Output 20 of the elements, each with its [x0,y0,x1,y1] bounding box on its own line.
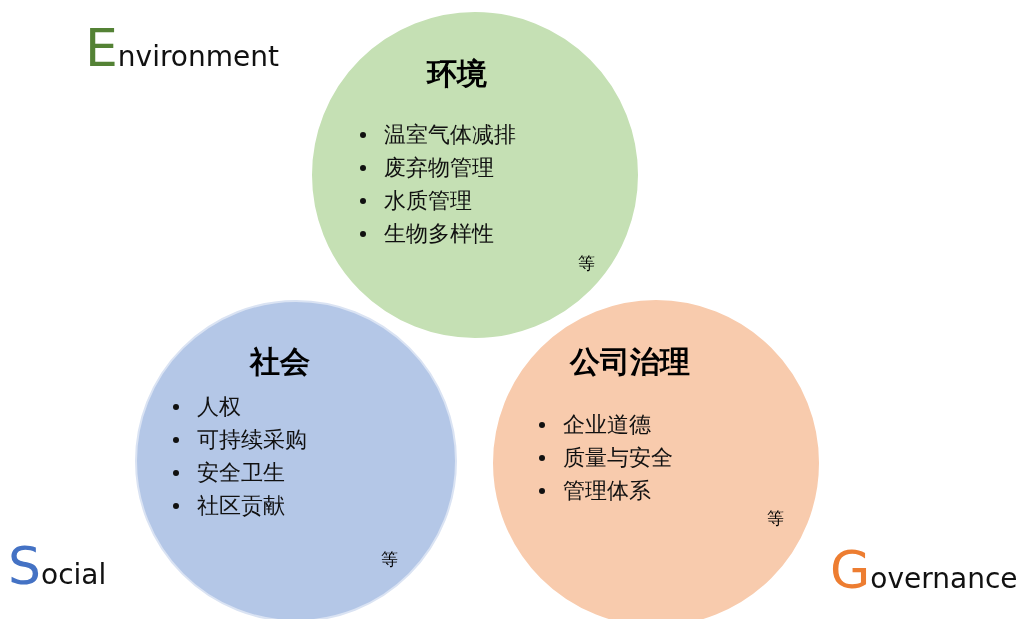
category-label: Environment [85,22,279,74]
bullet-item: 管理体系 [563,477,651,505]
category-label: Social [8,540,107,592]
bullet-item: 废弃物管理 [384,154,494,182]
bullet-item: 安全卫生 [197,459,285,487]
etc-note: 等 [381,548,398,571]
category-label: Governance [830,544,1018,596]
circle-heading: 公司治理 [570,343,690,381]
bullet-item: 可持续采购 [197,426,307,454]
bullet-item: 水质管理 [384,187,472,215]
etc-note: 等 [767,507,784,530]
bullet-item: 质量与安全 [563,444,673,472]
bullet-item: 社区贡献 [197,492,285,520]
etc-note: 等 [578,252,595,275]
bullet-item: 生物多样性 [384,220,494,248]
circle-heading: 环境 [427,55,487,93]
bullet-item: 企业道德 [563,411,651,439]
bullet-item: 人权 [197,393,241,421]
bullet-item: 温室气体减排 [384,121,516,149]
circle-heading: 社会 [250,343,310,381]
